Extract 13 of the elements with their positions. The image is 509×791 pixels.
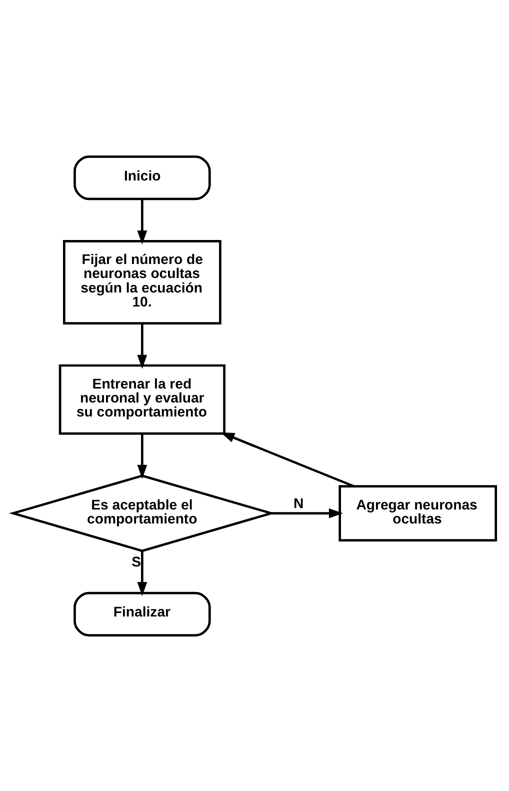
arrow bbox=[137, 198, 148, 244]
edge-label: N bbox=[293, 494, 304, 511]
arrow bbox=[220, 432, 354, 487]
arrow bbox=[271, 508, 344, 518]
node-box: Fijar el número de neuronas ocultas según la ecuación 10. bbox=[63, 239, 222, 324]
node-box: Entrenar la red neuronal y evaluar su comportamiento bbox=[58, 364, 226, 434]
arrow bbox=[137, 550, 148, 596]
arrow bbox=[137, 322, 148, 368]
node-box: Inicio bbox=[74, 155, 211, 200]
node-box: Agregar neuronas ocultas bbox=[338, 484, 498, 541]
node-box: Finalizar bbox=[74, 591, 211, 636]
edge-label: S bbox=[132, 553, 142, 570]
arrow bbox=[137, 433, 148, 478]
